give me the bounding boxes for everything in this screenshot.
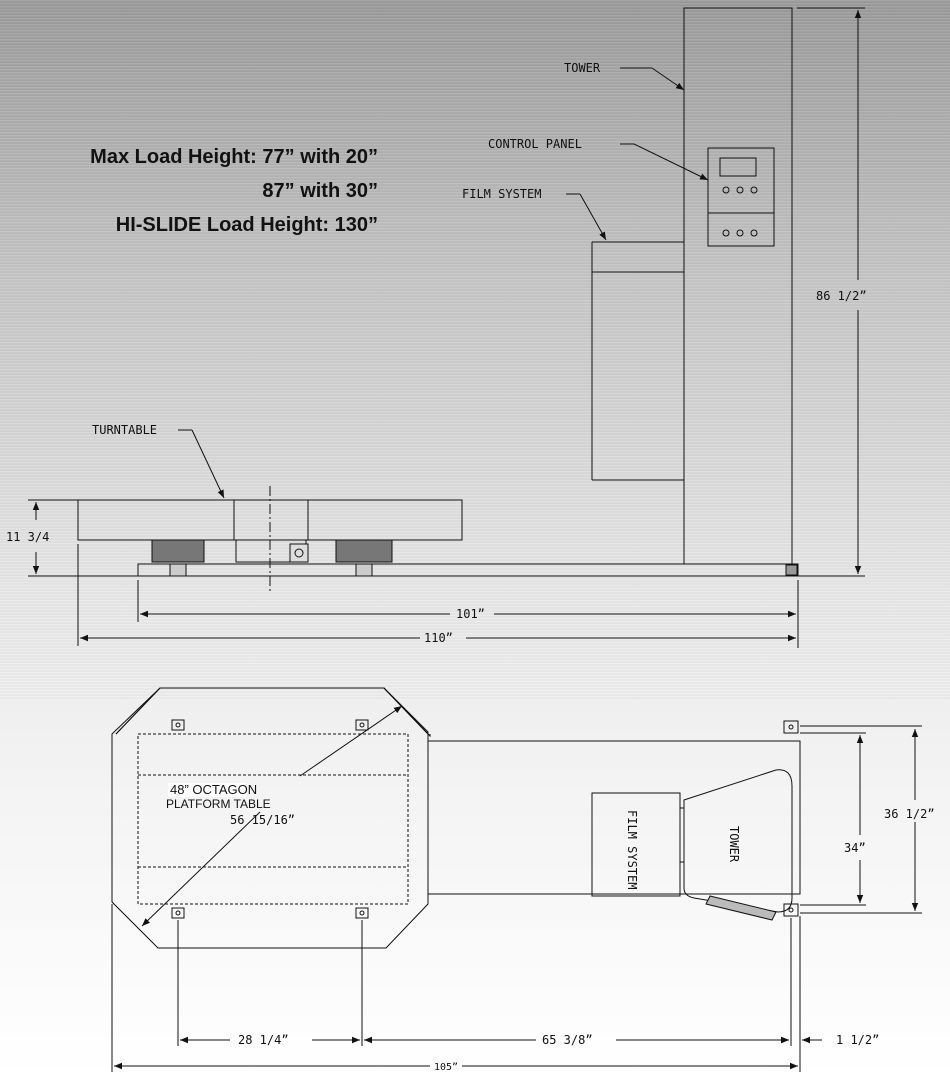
dim-base-length-label: 101”	[456, 607, 485, 621]
film-system-side	[591, 241, 684, 481]
load-height-30-text: 87” with 30”	[262, 180, 378, 202]
platform-label-2: PLATFORM TABLE	[166, 797, 271, 811]
dim-width-inner-label: 34”	[844, 841, 866, 855]
dim-height-label: 86 1/2”	[816, 289, 867, 303]
tower-base-rect	[427, 740, 801, 895]
dim-28-label: 28 1/4”	[238, 1033, 289, 1047]
dim-width-outer-label: 36 1/2”	[884, 807, 935, 821]
control-panel	[707, 147, 775, 247]
platform-label-bg	[168, 783, 246, 797]
film-system-top-label: FILM SYSTEM	[625, 810, 639, 889]
control-panel-label: CONTROL PANEL	[488, 137, 582, 151]
dim-diagonal-label: 56 15/16”	[230, 813, 295, 827]
octagon-outline	[111, 687, 429, 949]
top-view	[111, 687, 922, 1072]
dim-65-label: 65 3/8”	[542, 1033, 593, 1047]
tower-top-shape	[683, 769, 793, 913]
side-view	[28, 7, 865, 648]
dim-105-label: 105”	[434, 1062, 458, 1073]
tower-label: TOWER	[564, 61, 601, 75]
tower-top-label: TOWER	[727, 826, 741, 863]
dim-overall-length-label: 110”	[424, 631, 453, 645]
base-frame	[137, 563, 799, 577]
turntable-label: TURNTABLE	[92, 423, 157, 437]
hi-slide-load-height-text: HI-SLIDE Load Height: 130”	[115, 214, 378, 236]
tower-outline	[683, 7, 793, 565]
platform-dashed	[137, 733, 409, 905]
dim-1-5-label: 1 1/2”	[836, 1033, 879, 1047]
film-system-top	[591, 792, 681, 897]
platform-label-1: 48” OCTAGON	[170, 782, 257, 797]
dim-turntable-height-label: 11 3/4	[6, 530, 49, 544]
film-system-label: FILM SYSTEM	[462, 187, 541, 201]
turntable-side	[77, 486, 463, 592]
max-load-height-text: Max Load Height: 77” with 20”	[90, 146, 378, 168]
